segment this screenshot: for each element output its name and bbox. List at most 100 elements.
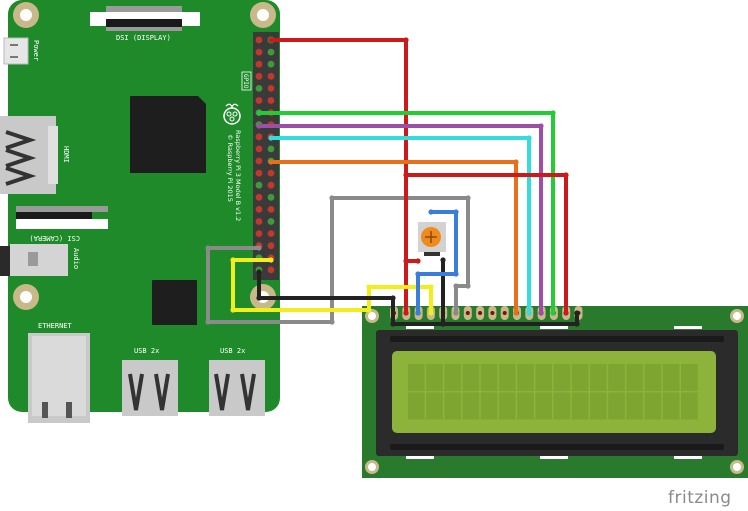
gpio-pin[interactable] <box>255 157 263 165</box>
dsi-connector: DSI (DISPLAY) <box>90 6 200 42</box>
gpio-pin[interactable] <box>267 206 275 213</box>
wire-joint <box>230 307 236 313</box>
lcd-char-cell <box>644 392 662 420</box>
lcd-char-cell <box>480 364 498 391</box>
gpio-pin[interactable] <box>255 145 263 153</box>
mount-hole-center <box>733 312 741 320</box>
wire-red-5v[interactable] <box>269 38 408 315</box>
lcd-char-cell <box>462 392 480 420</box>
lcd-silk <box>406 456 434 459</box>
mount-hole-center <box>733 463 741 471</box>
gpio-pin[interactable] <box>255 230 263 238</box>
gpio-pin[interactable] <box>267 48 275 56</box>
gpio-pin[interactable] <box>267 242 275 250</box>
wire-joint <box>366 307 372 313</box>
wire-joint <box>574 310 580 316</box>
mount-hole-center <box>20 291 32 303</box>
wire-joint <box>256 269 262 275</box>
gpio-pin[interactable] <box>255 97 263 104</box>
lcd-char-cell <box>571 364 589 391</box>
gpio-pin[interactable] <box>267 97 275 104</box>
lcd-silk <box>540 326 568 329</box>
gpio-pin[interactable] <box>267 181 275 189</box>
dsi-label: DSI (DISPLAY) <box>116 34 171 42</box>
gpio-label-box <box>241 71 252 91</box>
pot-knob-cross-icon <box>425 231 437 243</box>
gpio-pin[interactable] <box>255 48 263 56</box>
usb1-label: USB 2x <box>134 347 159 355</box>
wire-joint <box>453 283 459 289</box>
wire-joint <box>538 123 544 129</box>
wire-joint <box>329 319 335 325</box>
gpio-pin[interactable] <box>255 181 263 189</box>
wire-joint <box>428 284 434 290</box>
wire-joint <box>550 110 556 116</box>
lcd-char-cell <box>644 364 662 391</box>
lcd-pin-hole <box>502 311 507 315</box>
lcd-char-cell <box>408 364 425 391</box>
wire-joint <box>465 283 471 289</box>
lcd-char-cell <box>499 364 516 391</box>
raspberry-pi-board: DSI (DISPLAY) Power HDMI CSI (CAMERA) <box>0 0 280 423</box>
potentiometer[interactable] <box>418 222 446 256</box>
gpio-pin[interactable] <box>255 193 263 201</box>
wire-joint <box>538 310 544 316</box>
gpio-pin[interactable] <box>267 169 275 177</box>
gpio-pin[interactable] <box>255 85 263 92</box>
gpio-pin[interactable] <box>267 193 275 201</box>
lcd-screen <box>392 351 716 433</box>
wire-joint <box>268 257 274 263</box>
power-connector: Power <box>3 37 40 65</box>
gpio-pin[interactable] <box>255 36 263 44</box>
hdmi-port: HDMI <box>0 116 70 194</box>
gpio-pin[interactable] <box>255 60 263 68</box>
gpio-pin[interactable] <box>267 85 275 92</box>
mount-hole-center <box>20 9 32 21</box>
lcd-char-cell <box>408 392 425 420</box>
gpio-pin[interactable] <box>267 60 275 68</box>
wire-joint <box>415 258 421 264</box>
lcd-character-grid <box>408 364 698 420</box>
wire-joint <box>390 321 396 327</box>
lcd-char-cell <box>535 364 552 391</box>
wires <box>205 37 580 327</box>
wire-joint <box>403 258 409 264</box>
gpio-pin[interactable] <box>255 169 263 177</box>
lcd-pin-hole <box>490 311 495 315</box>
lcd-bezel-rail <box>390 336 724 342</box>
gpio-pin[interactable] <box>267 218 275 225</box>
lcd-silk <box>540 456 568 459</box>
wire-orange[interactable] <box>269 160 518 315</box>
lcd-char-cell <box>590 392 607 420</box>
gpio-pin[interactable] <box>255 72 263 80</box>
gpio-pin[interactable] <box>255 206 263 213</box>
gpio-pin[interactable] <box>255 133 263 141</box>
gpio-pin[interactable] <box>267 72 275 80</box>
gpio-pin[interactable] <box>267 266 275 274</box>
lcd-char-cell <box>462 364 480 391</box>
lcd-char-cell <box>681 364 698 391</box>
wire-joint <box>329 195 335 201</box>
usb-lan-chip <box>152 280 197 325</box>
wire-joint <box>526 135 532 141</box>
wire-joint <box>268 37 274 43</box>
lcd-char-cell <box>553 364 571 391</box>
wire-joint <box>205 245 211 251</box>
lcd-char-cell <box>681 392 698 420</box>
wire-joint <box>453 310 459 316</box>
gpio-pin[interactable] <box>255 218 263 225</box>
wire-joint <box>428 209 434 215</box>
gpio-label: GPIO <box>242 74 249 89</box>
wire-joint <box>256 245 262 251</box>
wire-joint <box>256 110 262 116</box>
wire-joint <box>513 310 519 316</box>
gpio-pin[interactable] <box>267 145 275 153</box>
lcd-char-cell <box>608 364 625 391</box>
ethernet-label: ETHERNET <box>38 322 73 330</box>
csi-connector: CSI (CAMERA) <box>16 206 108 242</box>
wire-purple[interactable] <box>257 124 543 315</box>
pi-pcb <box>8 0 280 412</box>
mount-hole-center <box>368 463 376 471</box>
gpio-pin[interactable] <box>267 230 275 238</box>
